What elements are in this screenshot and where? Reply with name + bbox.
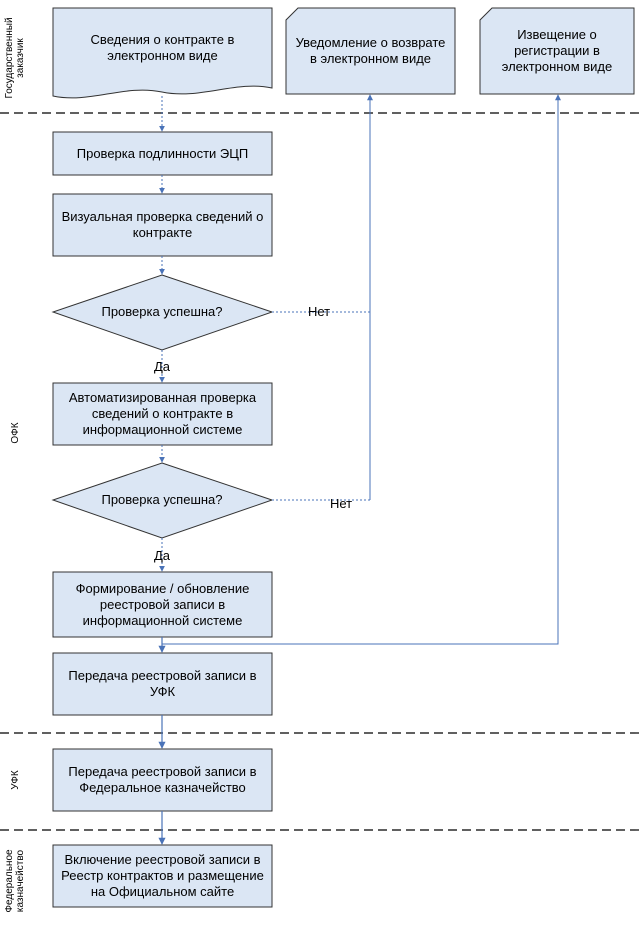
include-registry-box: [52, 844, 273, 908]
transfer-treasury-box: [52, 748, 273, 812]
connector-registry-to-registration-notice: [162, 94, 561, 645]
visual-check-box: [52, 193, 273, 257]
lane-label-ufk: УФК: [10, 770, 21, 790]
decision-diamond-1: [51, 274, 274, 351]
lane-label-treasury: Федеральное казначейство: [4, 849, 26, 913]
auto-check-box: [52, 382, 273, 446]
eds-check-box: [52, 131, 273, 176]
transfer-ufk-box: [52, 652, 273, 716]
edge-label-yes-2: Да: [154, 548, 171, 563]
return-notice-card: [285, 7, 456, 95]
edge-label-no-2: Нет: [330, 496, 353, 511]
lane-label-customer: Государственный заказчик: [4, 17, 26, 99]
edge-label-no-1: Нет: [308, 304, 331, 319]
registry-record-box: [52, 571, 273, 638]
lane-label-ofk: ОФК: [10, 422, 21, 444]
lane-dividers: [0, 112, 642, 831]
edge-label-yes-1: Да: [154, 359, 171, 374]
decision-diamond-2: [51, 462, 274, 539]
contract-info-document: [52, 7, 273, 99]
registration-notice-card: [479, 7, 635, 95]
